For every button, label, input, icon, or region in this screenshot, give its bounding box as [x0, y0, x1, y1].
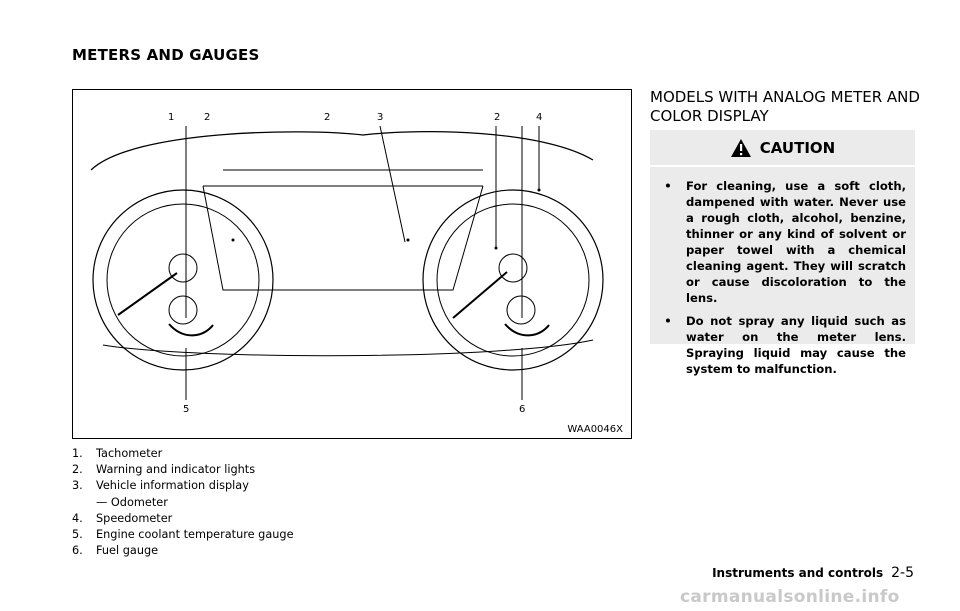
cluster-illustration: 1 2 2 3 2 4 5 6: [90, 112, 604, 415]
caution-header: CAUTION: [650, 130, 915, 167]
callout-5: 5: [183, 404, 189, 415]
legend-item: 6.Fuel gauge: [72, 544, 159, 558]
legend-subitem: — Odometer: [96, 495, 168, 509]
page-footer: Instruments and controls 2-5: [712, 565, 914, 581]
figure-legend: 1.Tachometer 2.Warning and indicator lig…: [72, 446, 294, 559]
warning-triangle-icon: [730, 138, 751, 157]
callout-6: 6: [519, 404, 525, 415]
legend-item: 1.Tachometer: [72, 447, 163, 460]
callout-2a: 2: [204, 112, 210, 123]
footer-section: Instruments and controls: [712, 566, 884, 580]
legend-item: 2.Warning and indicator lights: [72, 463, 256, 477]
legend-item: 4.Speedometer: [72, 511, 173, 525]
caution-item: •Do not spray any liquid such as water o…: [664, 314, 906, 376]
callout-2b: 2: [324, 112, 330, 123]
callout-4: 4: [536, 112, 542, 123]
caution-item: •For cleaning, use a soft cloth, dampene…: [664, 179, 906, 305]
page-heading: METERS AND GAUGES: [72, 46, 260, 64]
instrument-cluster-figure: 1 2 2 3 2 4 5 6 WAA0046X: [72, 89, 632, 439]
callout-2c: 2: [494, 112, 500, 123]
caution-label: CAUTION: [759, 138, 836, 157]
watermark: carmanualsonline.info: [680, 587, 900, 607]
figure-code: WAA0046X: [567, 424, 623, 435]
caution-box: CAUTION •For cleaning, use a soft cloth,…: [650, 130, 915, 376]
legend-item: 5.Engine coolant temperature gauge: [72, 528, 294, 542]
section-title: MODELS WITH ANALOG METER AND COLOR DISPL…: [650, 88, 920, 125]
page-number: 2-5: [891, 565, 914, 581]
callout-1: 1: [168, 112, 174, 123]
legend-item: 3.Vehicle information display: [72, 479, 249, 493]
callout-3: 3: [377, 112, 383, 123]
caution-list: •For cleaning, use a soft cloth, dampene…: [650, 178, 915, 384]
